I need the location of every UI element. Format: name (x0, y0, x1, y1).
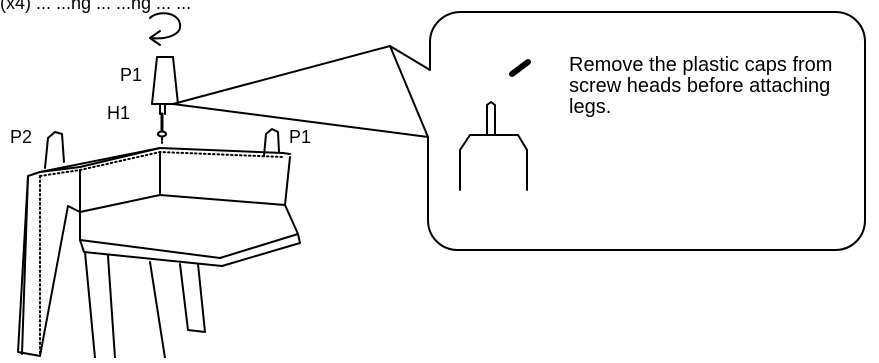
label-p1-right: P1 (289, 127, 312, 147)
header-text: (x4) ... ...ng ... ...ng ... ... (0, 0, 192, 13)
cap-detail (459, 59, 531, 191)
label-p1-top: P1 (120, 65, 143, 85)
label-h1: H1 (107, 103, 131, 123)
callout-leader (172, 45, 429, 138)
label-p2: P2 (10, 127, 33, 147)
callout-bubble (389, 11, 866, 251)
screw-h1 (157, 112, 167, 144)
chair-upside-down (17, 128, 301, 359)
rotate-arrow-icon (149, 12, 182, 46)
leg-p1-top (151, 56, 179, 115)
callout-text: Remove the plastic caps from screw heads… (569, 54, 833, 118)
